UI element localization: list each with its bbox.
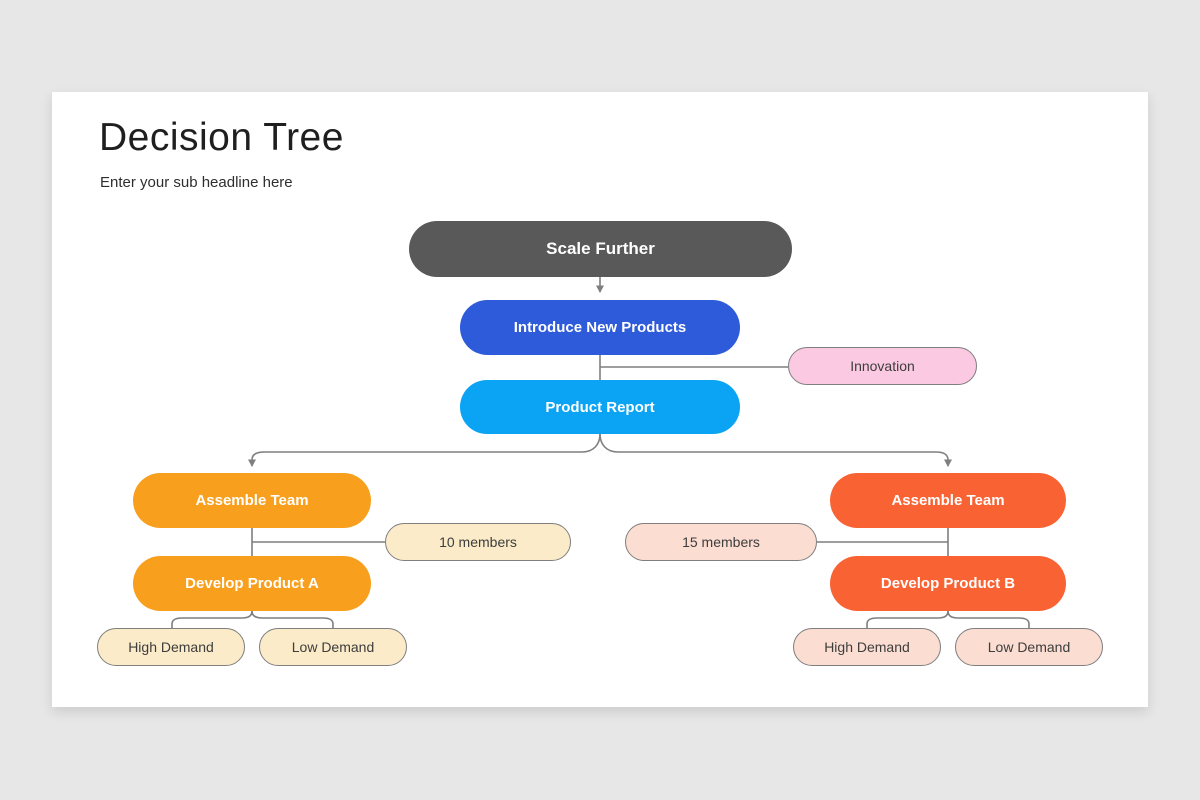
node-product-report: Product Report: [460, 380, 740, 434]
node-scale-further: Scale Further: [409, 221, 792, 277]
node-high-demand-right: High Demand: [793, 628, 941, 666]
page-subtitle: Enter your sub headline here: [100, 174, 293, 191]
node-assemble-team-left: Assemble Team: [133, 473, 371, 528]
node-low-demand-left: Low Demand: [259, 628, 407, 666]
node-introduce-new-products: Introduce New Products: [460, 300, 740, 355]
node-low-demand-right: Low Demand: [955, 628, 1103, 666]
node-assemble-team-right: Assemble Team: [830, 473, 1066, 528]
node-develop-product-b: Develop Product B: [830, 556, 1066, 611]
node-10-members: 10 members: [385, 523, 571, 561]
page-title: Decision Tree: [99, 116, 344, 159]
node-high-demand-left: High Demand: [97, 628, 245, 666]
node-innovation: Innovation: [788, 347, 977, 385]
node-develop-product-a: Develop Product A: [133, 556, 371, 611]
node-15-members: 15 members: [625, 523, 817, 561]
